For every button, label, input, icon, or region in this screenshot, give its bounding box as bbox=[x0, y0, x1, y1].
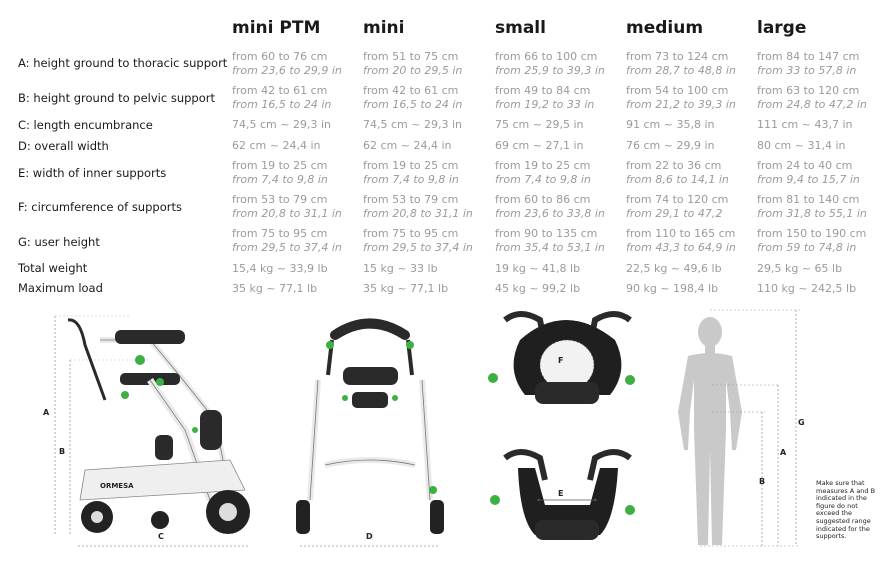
row-label-b: B: height ground to pelvic support bbox=[18, 91, 215, 105]
dimension-label-f: F bbox=[558, 356, 563, 365]
support-detail-circumference: F bbox=[488, 311, 635, 404]
table-cell: 35 kg ~ 77,1 lb bbox=[363, 282, 449, 295]
table-cell: 111 cm ~ 43,7 in bbox=[757, 118, 853, 131]
table-cell: 90 kg ~ 198,4 lb bbox=[626, 282, 719, 295]
row-label-f: F: circumference of supports bbox=[18, 200, 182, 214]
brand-label: ORMESA bbox=[100, 482, 134, 490]
column-header-small: small bbox=[495, 18, 546, 38]
table-cell: 15 kg ~ 33 lb bbox=[363, 262, 438, 275]
dimension-label-c: C bbox=[158, 532, 164, 541]
column-header-mini-ptm: mini PTM bbox=[232, 18, 321, 38]
row-label-d: D: overall width bbox=[18, 139, 109, 153]
table-cell: 80 cm ~ 31,4 in bbox=[757, 139, 846, 152]
table-cell: 29,5 kg ~ 65 lb bbox=[757, 262, 843, 275]
user-height-silhouette: G A B bbox=[678, 309, 805, 547]
measurement-note: Make sure that measures A and B indicate… bbox=[816, 479, 876, 541]
table-cell: 22,5 kg ~ 49,6 lb bbox=[626, 262, 722, 275]
table-cell: 74,5 cm ~ 29,3 in bbox=[363, 118, 462, 131]
human-dimension-label-b: B bbox=[759, 477, 765, 486]
side-view-walker: ORMESA A B C bbox=[43, 315, 250, 547]
column-header-large: large bbox=[757, 18, 807, 38]
column-header-mini: mini bbox=[363, 18, 405, 38]
table-cell: 76 cm ~ 29,9 in bbox=[626, 139, 715, 152]
table-cell: 62 cm ~ 24,4 in bbox=[232, 139, 321, 152]
table-cell: 91 cm ~ 35,8 in bbox=[626, 118, 715, 131]
row-label-a: A: height ground to thoracic support bbox=[18, 56, 228, 70]
table-cell: 62 cm ~ 24,4 in bbox=[363, 139, 452, 152]
support-detail-inner-width: E bbox=[490, 449, 635, 540]
dimension-label-e: E bbox=[558, 489, 563, 498]
human-dimension-label-a: A bbox=[780, 448, 787, 457]
row-label-c: C: length encumbrance bbox=[18, 118, 153, 132]
table-cell: 110 kg ~ 242,5 lb bbox=[757, 282, 857, 295]
table-cell: 35 kg ~ 77,1 lb bbox=[232, 282, 318, 295]
table-cell: 69 cm ~ 27,1 in bbox=[495, 139, 584, 152]
table-cell: 74,5 cm ~ 29,3 in bbox=[232, 118, 331, 131]
column-header-medium: medium bbox=[626, 18, 704, 38]
row-label-total-weight: Total weight bbox=[18, 261, 88, 275]
dimension-label-b: B bbox=[59, 447, 65, 456]
table-cell: 75 cm ~ 29,5 in bbox=[495, 118, 584, 131]
row-label-maximum-load: Maximum load bbox=[18, 281, 103, 295]
dimension-label-a: A bbox=[43, 408, 50, 417]
table-cell: 45 kg ~ 99,2 lb bbox=[495, 282, 581, 295]
front-view-walker: D bbox=[296, 318, 444, 547]
row-label-e: E: width of inner supports bbox=[18, 166, 167, 180]
row-label-g: G: user height bbox=[18, 235, 100, 249]
dimension-label-g: G bbox=[798, 418, 805, 427]
dimension-label-d: D bbox=[366, 532, 373, 541]
table-cell: 15,4 kg ~ 33,9 lb bbox=[232, 262, 328, 275]
table-cell: 19 kg ~ 41,8 lb bbox=[495, 262, 581, 275]
